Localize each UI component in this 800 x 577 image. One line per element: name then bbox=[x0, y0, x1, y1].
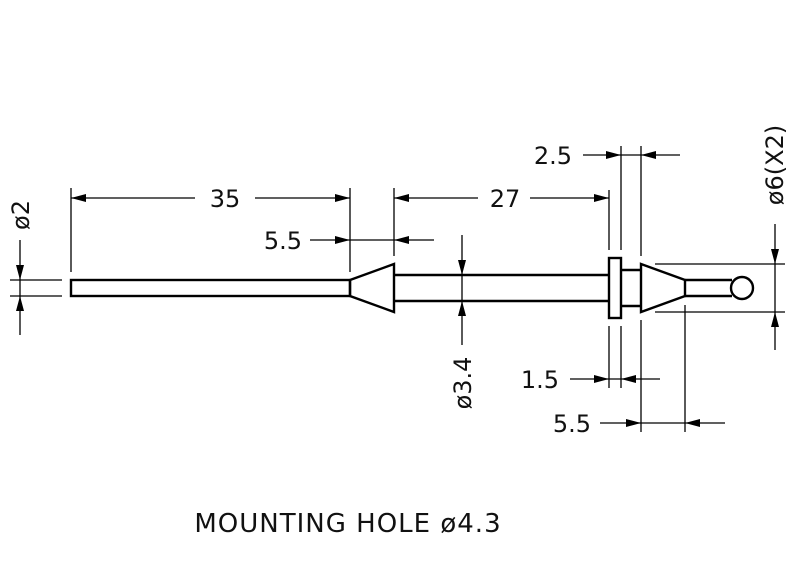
thin-rod bbox=[69, 278, 352, 298]
dim-label: ø3.4 bbox=[449, 357, 477, 410]
dim-label: 27 bbox=[490, 185, 521, 213]
tip-rod bbox=[685, 278, 732, 298]
body-shaft bbox=[394, 273, 609, 303]
mounting-hole-note: MOUNTING HOLE ø4.3 bbox=[194, 509, 501, 539]
dim-label: ø2 bbox=[7, 200, 35, 230]
extension-lines bbox=[10, 146, 785, 432]
dim-5-5-bottom: 5.5 bbox=[553, 410, 725, 438]
flange bbox=[607, 256, 623, 320]
dim-label: 2.5 bbox=[534, 142, 572, 170]
dim-diameter-6: ø6(X2) bbox=[761, 125, 789, 350]
dim-5-5-top: 5.5 bbox=[264, 227, 434, 255]
dim-label: 35 bbox=[210, 185, 241, 213]
dim-2-5: 2.5 bbox=[534, 142, 680, 170]
dim-diameter-3-4: ø3.4 bbox=[449, 235, 477, 409]
dim-label: 5.5 bbox=[553, 410, 591, 438]
neck bbox=[621, 268, 641, 308]
dim-35: 35 bbox=[71, 185, 350, 213]
rear-cone bbox=[348, 262, 396, 314]
tip-ball bbox=[729, 275, 755, 301]
pin-part bbox=[69, 256, 755, 320]
dim-27: 27 bbox=[394, 185, 609, 213]
dim-1-5: 1.5 bbox=[521, 366, 660, 394]
dim-label: 1.5 bbox=[521, 366, 559, 394]
front-cone bbox=[639, 262, 687, 314]
dim-diameter-2: ø2 bbox=[7, 200, 35, 335]
dim-label: ø6(X2) bbox=[761, 125, 789, 205]
dim-label: 5.5 bbox=[264, 227, 302, 255]
